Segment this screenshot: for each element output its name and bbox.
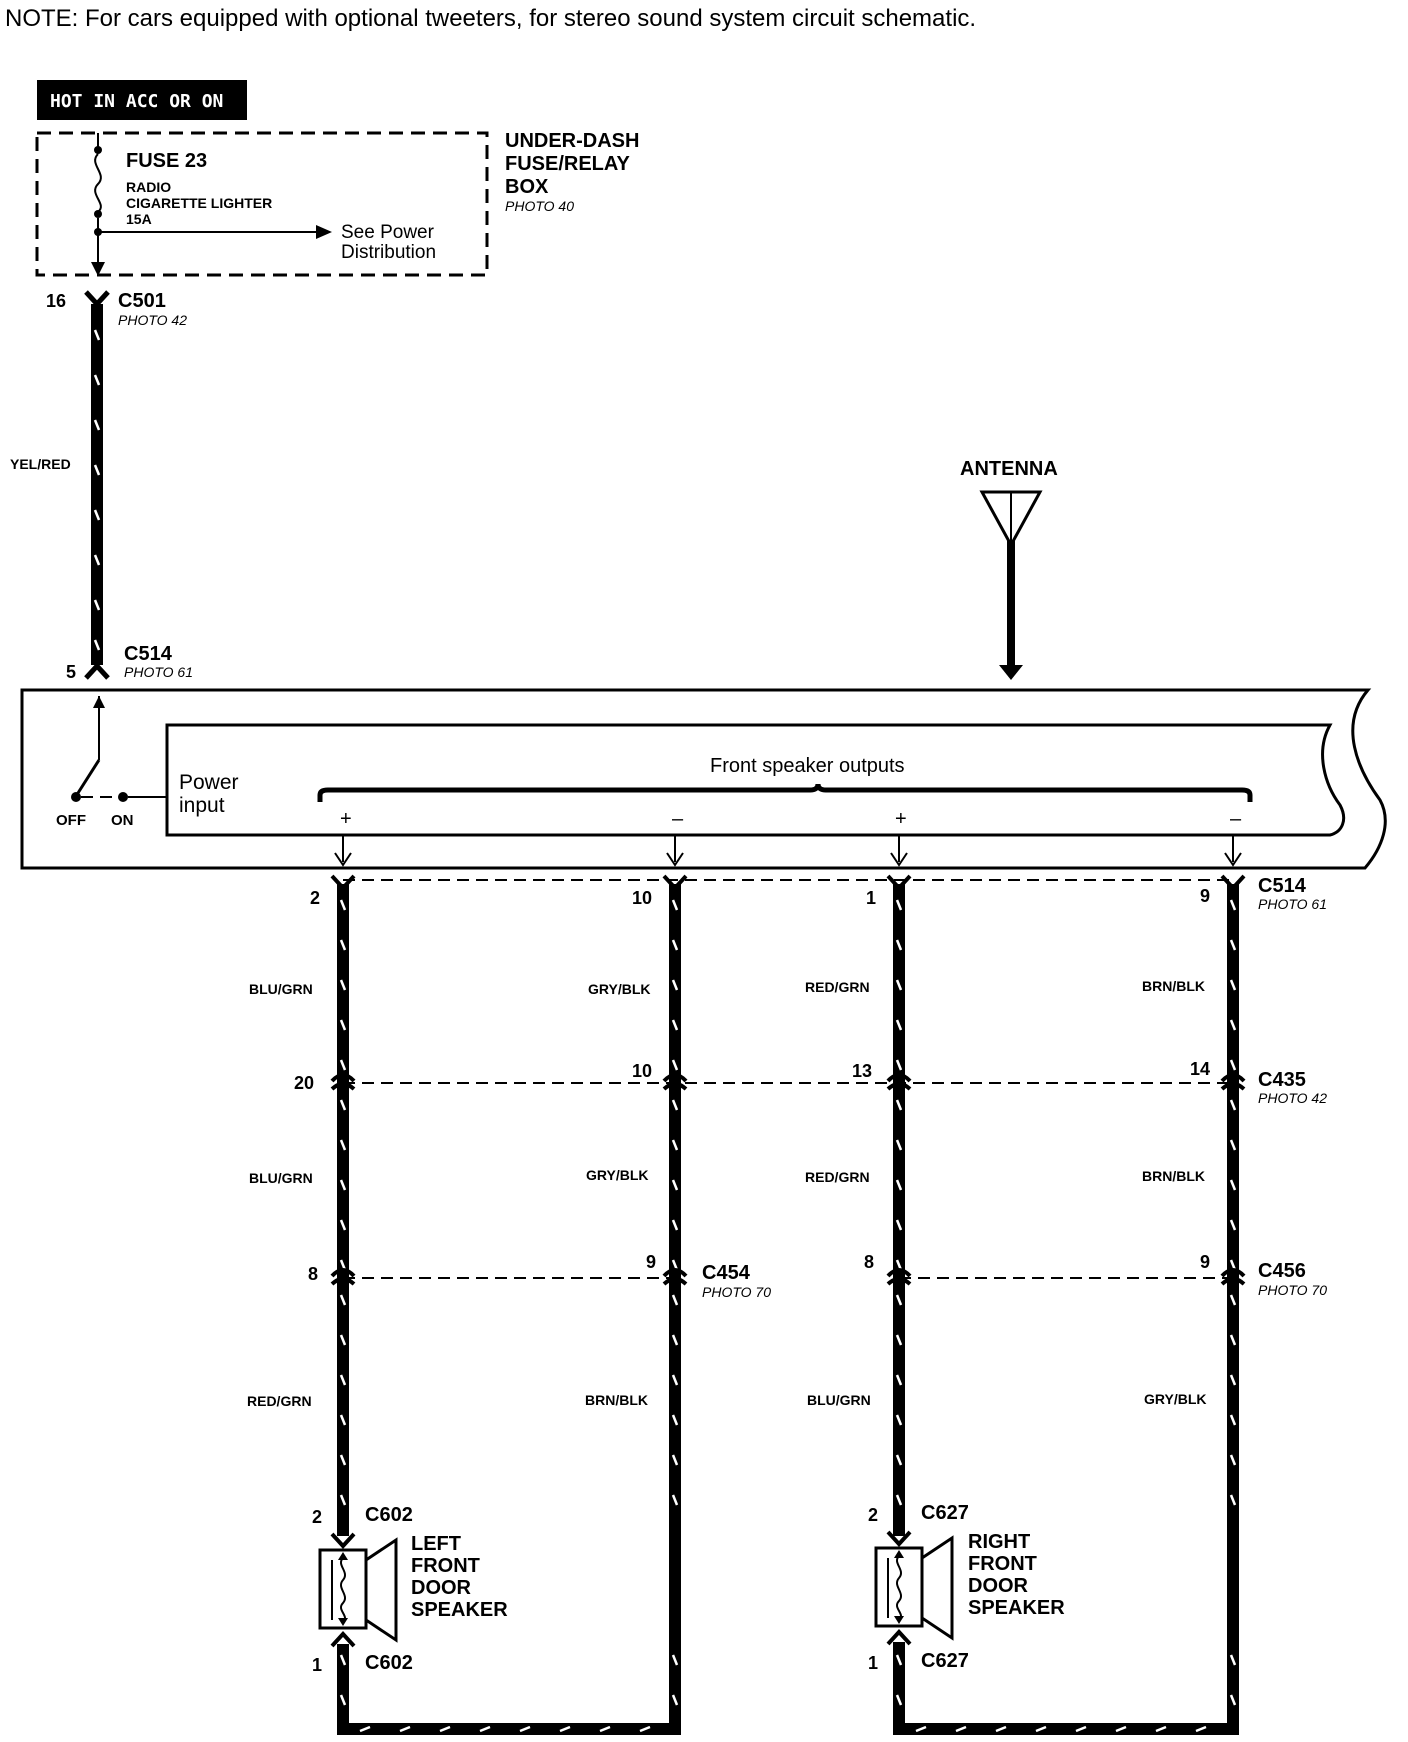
see-power-distribution-line1: See Power <box>341 222 435 243</box>
wire-color-row3-4: GRY/BLK <box>1144 1391 1206 1407</box>
fuse-circuit-lighter: CIGARETTE LIGHTER <box>126 195 272 211</box>
c602-bottom-pin: 1 <box>312 1655 322 1675</box>
c602-top-connector: C602 <box>365 1504 413 1526</box>
c627-top-connector: C627 <box>921 1502 969 1524</box>
left-speaker-label-line4: SPEAKER <box>411 1599 508 1621</box>
wire-color-row1-2: GRY/BLK <box>588 981 650 997</box>
c435-pin-13: 13 <box>852 1061 872 1081</box>
left-speaker-label-line1: LEFT <box>411 1533 461 1555</box>
wire-color-row3-3: BLU/GRN <box>807 1392 871 1408</box>
fuse-box-title-line2: FUSE/RELAY <box>505 153 631 175</box>
wire-color-row2-1: BLU/GRN <box>249 1170 313 1186</box>
left-speaker-label-line2: FRONT <box>411 1555 480 1577</box>
fuse-relay-box-outline <box>35 131 489 277</box>
wire-color-row2-3: RED/GRN <box>805 1169 870 1185</box>
c514-power-connector-symbol <box>84 662 110 680</box>
c514-connector-name: C514 <box>1258 875 1307 897</box>
right-speaker-label-line4: SPEAKER <box>968 1597 1065 1619</box>
hot-label-box <box>37 80 247 120</box>
c501-connector-symbol <box>84 290 110 308</box>
c627-top-pin: 2 <box>868 1505 878 1525</box>
wire-color-row1-3: RED/GRN <box>805 979 870 995</box>
right-speaker-label-line2: FRONT <box>968 1553 1037 1575</box>
c435-pin-14: 14 <box>1190 1059 1210 1079</box>
fuse-name: FUSE 23 <box>126 150 207 172</box>
see-power-distribution-line2: Distribution <box>341 242 436 263</box>
c454-connector-name: C454 <box>702 1262 751 1284</box>
radio-inner-module-outline <box>165 723 1346 837</box>
c602-top-pin: 2 <box>312 1507 322 1527</box>
c456-connector-name: C456 <box>1258 1260 1306 1282</box>
c456-photo: PHOTO 70 <box>1258 1282 1327 1298</box>
c501-pin: 16 <box>46 291 66 311</box>
antenna-icon <box>979 490 1043 680</box>
c627-bottom-connector: C627 <box>921 1650 969 1672</box>
schematic-note: NOTE: For cars equipped with optional tw… <box>5 5 976 32</box>
c456-pin-9: 9 <box>1200 1252 1210 1272</box>
front-speaker-outputs-label: Front speaker outputs <box>710 755 905 777</box>
wire-color-row3-1: RED/GRN <box>247 1393 312 1409</box>
output-1-plus: + <box>340 808 352 830</box>
wire-color-row1-1: BLU/GRN <box>249 981 313 997</box>
c627-bottom-pin: 1 <box>868 1653 878 1673</box>
wire-color-row2-4: BRN/BLK <box>1142 1168 1205 1184</box>
c514-power-photo: PHOTO 61 <box>124 664 193 680</box>
power-switch <box>71 696 167 802</box>
c435-pin-20: 20 <box>294 1073 314 1093</box>
c514-pin-9: 9 <box>1200 886 1210 906</box>
fuse-rating: 15A <box>126 211 152 227</box>
c602-bottom-connector: C602 <box>365 1652 413 1674</box>
fuse-box-title-line3: BOX <box>505 176 549 198</box>
fuse-box-photo: PHOTO 40 <box>505 198 574 214</box>
switch-on-label: ON <box>111 812 134 829</box>
output-2-minus: – <box>672 808 684 830</box>
power-input-label-line2: input <box>179 794 225 817</box>
right-speaker-label-line1: RIGHT <box>968 1531 1030 1553</box>
wire-color-row1-4: BRN/BLK <box>1142 978 1205 994</box>
fuse-box-title-line1: UNDER-DASH <box>505 130 639 152</box>
right-speaker-icon <box>874 1530 954 1646</box>
c514-pin-2: 2 <box>310 888 320 908</box>
c435-pin-10: 10 <box>632 1061 652 1081</box>
c514-pin-1: 1 <box>866 888 876 908</box>
power-wire-stripes <box>93 329 101 651</box>
antenna-label: ANTENNA <box>960 458 1058 480</box>
wire-color-row3-2: BRN/BLK <box>585 1392 648 1408</box>
c514-photo: PHOTO 61 <box>1258 896 1327 912</box>
switch-off-label: OFF <box>56 812 86 829</box>
fuse-circuit-radio: RADIO <box>126 179 171 195</box>
radio-unit-outline <box>20 688 1387 870</box>
hot-label: HOT IN ACC OR ON <box>50 91 223 112</box>
c501-photo: PHOTO 42 <box>118 312 187 328</box>
wire-stripes <box>339 899 1237 1733</box>
speaker-outputs-brace <box>317 783 1253 802</box>
c514-power-connector-name: C514 <box>124 643 173 665</box>
output-4-minus: – <box>1230 808 1242 830</box>
c454-pin-8: 8 <box>308 1264 318 1284</box>
c435-connector-name: C435 <box>1258 1069 1306 1091</box>
c514-power-pin: 5 <box>66 662 76 682</box>
right-speaker-label-line3: DOOR <box>968 1575 1029 1597</box>
connector-forks <box>330 874 1246 1286</box>
fuse-symbol <box>91 133 332 276</box>
c435-photo: PHOTO 42 <box>1258 1090 1327 1106</box>
c514-pin-10: 10 <box>632 888 652 908</box>
c456-pin-8: 8 <box>864 1252 874 1272</box>
output-arrows <box>334 835 1242 867</box>
power-input-label-line1: Power <box>179 771 239 794</box>
wire-color-row2-2: GRY/BLK <box>586 1167 648 1183</box>
c501-connector-name: C501 <box>118 290 166 312</box>
c454-pin-9: 9 <box>646 1252 656 1272</box>
power-wire-color: YEL/RED <box>10 456 71 472</box>
left-speaker-label-line3: DOOR <box>411 1577 472 1599</box>
output-3-plus: + <box>895 808 907 830</box>
c454-photo: PHOTO 70 <box>702 1284 771 1300</box>
left-speaker-icon <box>318 1532 398 1648</box>
